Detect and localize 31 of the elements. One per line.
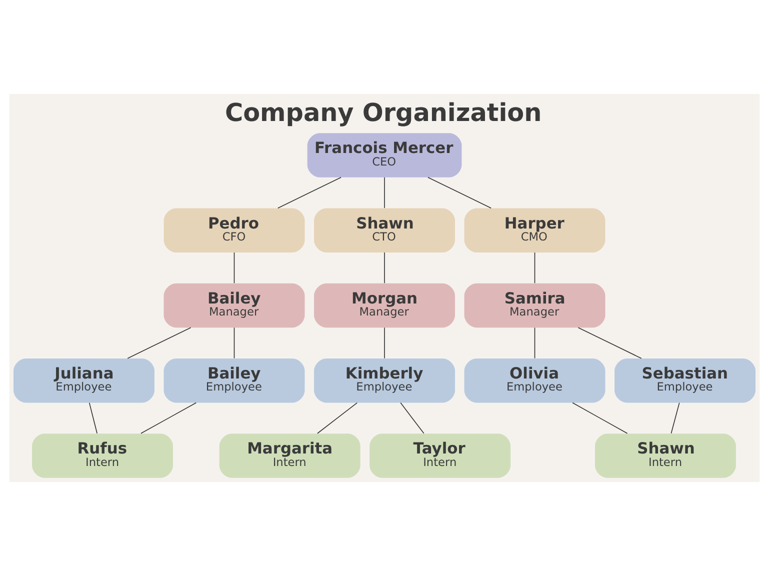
connector: [233, 252, 234, 284]
node-box: Bailey Manager: [163, 283, 304, 328]
connector: [572, 402, 628, 434]
node-box: Morgan Manager: [314, 283, 454, 328]
node-box: Pedro CFO: [163, 208, 304, 252]
connector: [276, 177, 341, 209]
connector: [233, 327, 234, 359]
connector: [577, 327, 642, 359]
connector: [126, 327, 191, 359]
node-box: Shawn CTO: [314, 208, 454, 252]
node-box: Juliana Employee: [12, 358, 154, 403]
connector: [534, 327, 535, 359]
node-box: Kimberly Employee: [314, 358, 454, 403]
node-box: Olivia Employee: [464, 358, 605, 403]
connector: [400, 402, 424, 434]
node-box: Francois Mercer CEO: [306, 133, 462, 178]
connector: [316, 402, 358, 434]
node-box: Rufus Intern: [32, 434, 172, 478]
node-box: Margarita Intern: [218, 434, 360, 478]
node-box: Samira Manager: [464, 283, 605, 328]
connector: [88, 402, 97, 434]
connector: [670, 402, 680, 434]
node-box: Shawn Intern: [594, 434, 736, 478]
connector: [534, 252, 535, 284]
connector: [140, 402, 196, 434]
connector: [427, 177, 492, 209]
node-box: Harper CMO: [464, 208, 605, 252]
node-box: Bailey Employee: [163, 358, 304, 403]
node-box: Sebastian Employee: [614, 358, 756, 403]
node-box: Taylor Intern: [369, 434, 510, 478]
diagram-title: Company Organization: [224, 98, 542, 127]
